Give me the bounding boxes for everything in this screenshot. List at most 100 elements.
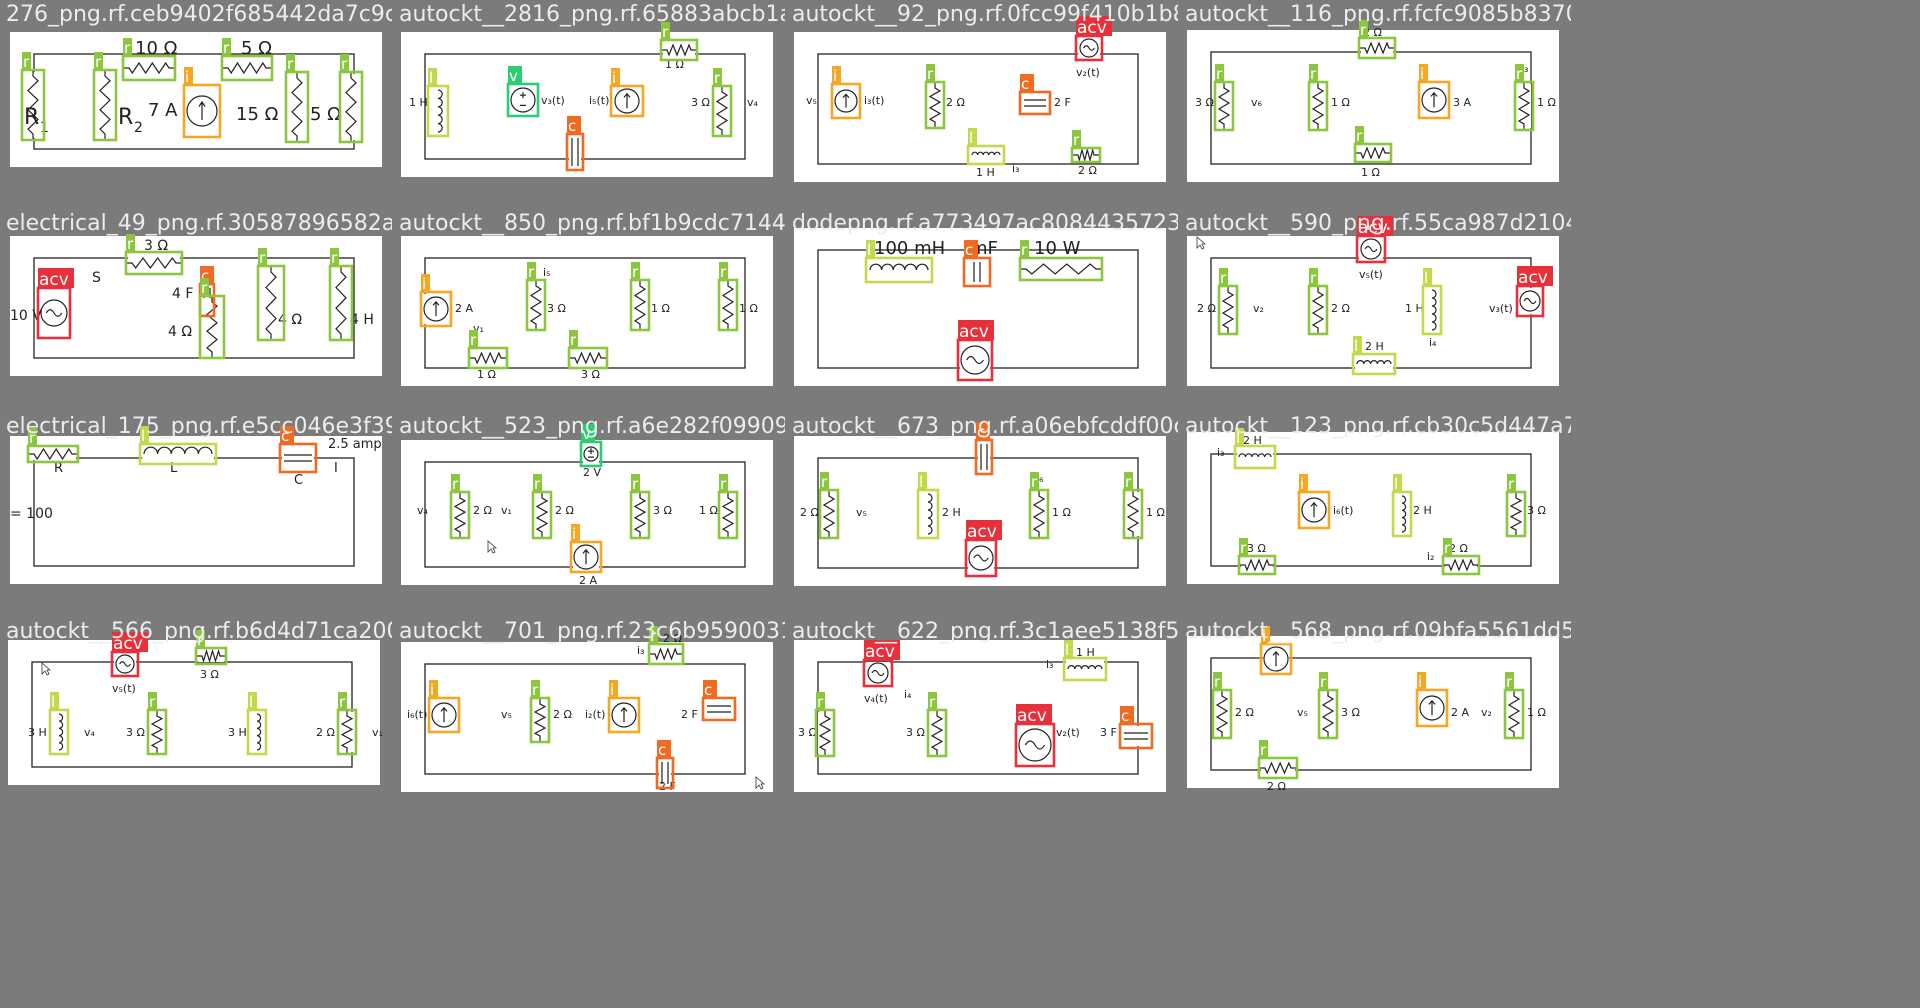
dataset-thumbnail[interactable]: autockt__566_png.rf.b6d4d71ca20087685e89… bbox=[0, 617, 392, 818]
bbox-resistor[interactable]: r bbox=[338, 54, 364, 144]
bbox-current-source[interactable]: i bbox=[1417, 64, 1451, 120]
bbox-resistor[interactable]: r bbox=[629, 474, 651, 540]
bbox-resistor[interactable]: r bbox=[284, 54, 310, 144]
bbox-inductor[interactable]: l bbox=[916, 472, 940, 540]
bbox-resistor[interactable]: r bbox=[336, 692, 358, 756]
bbox-inductor[interactable]: l bbox=[426, 68, 450, 138]
bbox-resistor[interactable]: r bbox=[926, 692, 948, 758]
bbox-resistor[interactable]: r bbox=[1257, 740, 1299, 780]
bbox-inductor[interactable]: l bbox=[246, 692, 268, 756]
bbox-resistor[interactable]: r bbox=[124, 234, 184, 276]
bbox-resistor[interactable]: r bbox=[1018, 240, 1104, 282]
bbox-capacitor[interactable]: c bbox=[565, 116, 585, 172]
bbox-resistor[interactable]: r bbox=[529, 680, 551, 744]
bbox-inductor[interactable]: l bbox=[1233, 428, 1277, 470]
bbox-resistor[interactable]: r bbox=[146, 692, 168, 756]
bbox-resistor[interactable]: r bbox=[328, 248, 354, 342]
bbox-resistor[interactable]: r bbox=[525, 262, 547, 332]
bbox-resistor[interactable]: r bbox=[1070, 130, 1102, 164]
bbox-capacitor[interactable]: c bbox=[1118, 706, 1154, 750]
bbox-resistor[interactable]: r bbox=[1217, 268, 1239, 336]
bbox-ac-source[interactable]: acv bbox=[1355, 216, 1393, 264]
bbox-current-source[interactable]: i bbox=[182, 67, 222, 139]
bbox-resistor[interactable]: r bbox=[26, 428, 80, 464]
bbox-resistor[interactable]: r bbox=[717, 474, 739, 540]
bbox-inductor[interactable]: l bbox=[48, 692, 70, 756]
bbox-resistor[interactable]: r bbox=[711, 68, 733, 138]
bbox-resistor[interactable]: r bbox=[567, 330, 609, 370]
bbox-resistor[interactable]: r bbox=[256, 248, 286, 342]
bbox-voltage-source[interactable]: v bbox=[506, 66, 540, 118]
bbox-capacitor[interactable]: c bbox=[974, 422, 994, 476]
bbox-capacitor[interactable]: c bbox=[701, 680, 737, 722]
bbox-resistor[interactable]: r bbox=[1211, 672, 1233, 740]
dataset-thumbnail[interactable]: autockt__850_png.rf.bf1b9cdc714428462 A3… bbox=[393, 209, 785, 409]
dataset-thumbnail[interactable]: electrical_175_png.rf.e5cc046e3f39ec8875… bbox=[0, 412, 392, 613]
bbox-resistor[interactable]: r bbox=[121, 38, 177, 82]
bbox-current-source[interactable]: i bbox=[830, 66, 862, 120]
bbox-resistor[interactable]: r bbox=[818, 472, 840, 540]
dataset-thumbnail[interactable]: autockt__92_png.rf.0fcc99f410b1b82fa91c8… bbox=[786, 0, 1178, 205]
bbox-ac-source[interactable]: acv bbox=[862, 640, 900, 688]
dataset-thumbnail[interactable]: autockt__622_png.rf.3c1aee5138f5574d5cdv… bbox=[786, 617, 1178, 818]
bbox-resistor[interactable]: r bbox=[531, 474, 553, 540]
bbox-resistor[interactable]: r bbox=[20, 52, 46, 142]
bbox-inductor[interactable]: l bbox=[966, 128, 1006, 166]
bbox-resistor[interactable]: r bbox=[1505, 474, 1527, 538]
bbox-resistor[interactable]: r bbox=[1317, 672, 1339, 740]
bbox-ac-source[interactable]: acv bbox=[964, 520, 1002, 578]
bbox-resistor[interactable]: r bbox=[1513, 64, 1535, 132]
bbox-current-source[interactable]: i bbox=[569, 524, 603, 574]
dataset-thumbnail[interactable]: autockt__673_png.rf.a06ebfcddf00cccaa232… bbox=[786, 412, 1178, 613]
bbox-resistor[interactable]: r bbox=[1441, 538, 1481, 576]
bbox-resistor[interactable]: r bbox=[1237, 538, 1277, 576]
bbox-inductor[interactable]: l bbox=[138, 426, 218, 466]
bbox-ac-source[interactable]: acv bbox=[1074, 16, 1112, 62]
bbox-resistor[interactable]: r bbox=[467, 330, 509, 370]
bbox-resistor[interactable]: r bbox=[1307, 64, 1329, 132]
bbox-resistor[interactable]: r bbox=[814, 692, 836, 758]
bbox-resistor[interactable]: r bbox=[717, 262, 739, 332]
bbox-resistor[interactable]: r bbox=[1028, 472, 1050, 540]
bbox-capacitor[interactable]: c bbox=[278, 426, 318, 474]
bbox-resistor[interactable]: r bbox=[198, 278, 226, 360]
bbox-inductor[interactable]: l bbox=[1391, 474, 1413, 538]
bbox-current-source[interactable]: i bbox=[607, 680, 641, 734]
bbox-current-source[interactable]: i bbox=[427, 680, 461, 734]
bbox-resistor[interactable]: r bbox=[1503, 672, 1525, 740]
dataset-thumbnail[interactable]: autockt__2816_png.rf.65883abcb1a0b3b0d45… bbox=[393, 0, 785, 205]
bbox-inductor[interactable]: l bbox=[864, 240, 934, 284]
bbox-capacitor[interactable]: c bbox=[655, 740, 675, 790]
dataset-thumbnail[interactable]: autockt__701_png.rf.23c6b9590031d8fcf8c1… bbox=[393, 617, 785, 818]
dataset-thumbnail[interactable]: dodepng.rf.a773497ac80844357238849e85011… bbox=[786, 209, 1178, 409]
bbox-resistor[interactable]: r bbox=[220, 38, 274, 82]
bbox-resistor[interactable]: r bbox=[659, 22, 699, 62]
bbox-inductor[interactable]: l bbox=[1351, 336, 1397, 376]
bbox-ac-source[interactable]: acv bbox=[110, 632, 148, 678]
bbox-resistor[interactable]: r bbox=[92, 52, 118, 142]
bbox-resistor[interactable]: r bbox=[924, 64, 946, 130]
bbox-resistor[interactable]: r bbox=[1357, 20, 1397, 60]
bbox-ac-source[interactable]: acv bbox=[1014, 704, 1056, 768]
bbox-capacitor[interactable]: c bbox=[1018, 74, 1052, 116]
dataset-thumbnail[interactable]: electrical_49_png.rf.30587896582a6d70671… bbox=[0, 209, 392, 409]
bbox-current-source[interactable]: i bbox=[609, 68, 645, 118]
bbox-ac-source[interactable]: acv bbox=[956, 320, 994, 382]
dataset-thumbnail[interactable]: autockt__523_png.rf.a6e282f099099b8c3a5d… bbox=[393, 412, 785, 613]
bbox-current-source[interactable]: i bbox=[1297, 474, 1331, 530]
bbox-inductor[interactable]: l bbox=[1421, 268, 1443, 336]
bbox-resistor[interactable]: r bbox=[194, 630, 228, 666]
bbox-current-source[interactable]: i bbox=[1415, 672, 1449, 728]
bbox-ac-source[interactable]: acv bbox=[1515, 266, 1553, 318]
bbox-resistor[interactable]: r bbox=[629, 262, 651, 332]
bbox-resistor[interactable]: r bbox=[1307, 268, 1329, 336]
bbox-resistor[interactable]: r bbox=[1122, 472, 1144, 540]
bbox-voltage-source[interactable]: v bbox=[579, 424, 603, 468]
bbox-resistor[interactable]: r bbox=[449, 474, 471, 540]
bbox-resistor[interactable]: r bbox=[1213, 64, 1235, 132]
